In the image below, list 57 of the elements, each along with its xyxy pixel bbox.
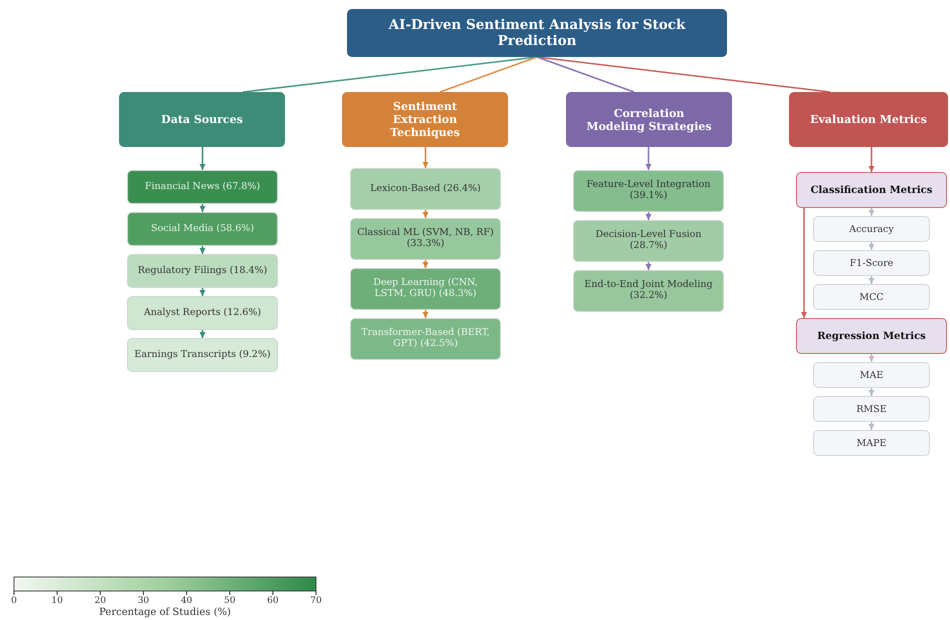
category-box: Sentiment Extraction Techniques <box>342 92 508 147</box>
tick-label: 70 <box>310 596 322 606</box>
tick-label: 0 <box>11 596 17 606</box>
percentage-box: Deep Learning (CNN, LSTM, GRU) (48.3%) <box>350 268 501 310</box>
percentage-box: Financial News (67.8%) <box>127 170 278 204</box>
arrow <box>200 204 206 212</box>
arrow <box>422 210 428 218</box>
tick-label: 30 <box>138 596 150 606</box>
percentage-box: Classical ML (SVM, NB, RF) (33.3%) <box>350 218 501 260</box>
metric-box: MAE <box>813 362 930 388</box>
arrow <box>200 330 206 338</box>
metric-group-box: Regression Metrics <box>796 318 947 354</box>
percentage-box: Earnings Transcripts (9.2%) <box>127 338 278 372</box>
arrow <box>868 276 874 284</box>
metric-group-box: Classification Metrics <box>796 172 947 208</box>
metric-box: MCC <box>813 284 930 310</box>
arrow <box>422 147 428 168</box>
tick-label: 60 <box>267 596 279 606</box>
percentage-box: Regulatory Filings (18.4%) <box>127 254 278 288</box>
category-box: Correlation Modeling Strategies <box>566 92 732 147</box>
percentage-box: Transformer-Based (BERT, GPT) (42.5%) <box>350 318 501 360</box>
title-box: AI-Driven Sentiment Analysis for Stock Prediction <box>347 9 727 57</box>
connector-line <box>536 56 634 93</box>
tick-label: 20 <box>94 596 106 606</box>
arrow <box>801 208 807 318</box>
arrow <box>200 246 206 254</box>
percentage-box: End-to-End Joint Modeling (32.2%) <box>573 270 724 312</box>
arrow <box>868 147 874 172</box>
category-box: Data Sources <box>119 92 285 147</box>
tick-label: 10 <box>51 596 63 606</box>
arrow <box>868 208 874 216</box>
percentage-box: Analyst Reports (12.6%) <box>127 296 278 330</box>
arrow <box>200 147 206 170</box>
arrow <box>200 288 206 296</box>
metric-box: Accuracy <box>813 216 930 242</box>
metric-box: F1-Score <box>813 250 930 276</box>
arrow <box>646 212 652 220</box>
metric-box: RMSE <box>813 396 930 422</box>
arrow <box>868 354 874 362</box>
connector-line <box>440 56 538 93</box>
percentage-box: Feature-Level Integration (39.1%) <box>573 170 724 212</box>
connector-line <box>536 56 830 93</box>
percentage-box: Lexicon-Based (26.4%) <box>350 168 501 210</box>
arrow <box>868 422 874 430</box>
arrow <box>422 310 428 318</box>
percentage-box: Decision-Level Fusion (28.7%) <box>573 220 724 262</box>
arrow <box>868 388 874 396</box>
tick-label: 40 <box>180 596 192 606</box>
colorbar-label: Percentage of Studies (%) <box>99 607 231 618</box>
arrow <box>868 242 874 250</box>
metric-box: MAPE <box>813 430 930 456</box>
arrow <box>646 147 652 170</box>
arrow <box>422 260 428 268</box>
percentage-box: Social Media (58.6%) <box>127 212 278 246</box>
arrow <box>646 262 652 270</box>
tick-label: 50 <box>224 596 236 606</box>
category-box: Evaluation Metrics <box>789 92 948 147</box>
